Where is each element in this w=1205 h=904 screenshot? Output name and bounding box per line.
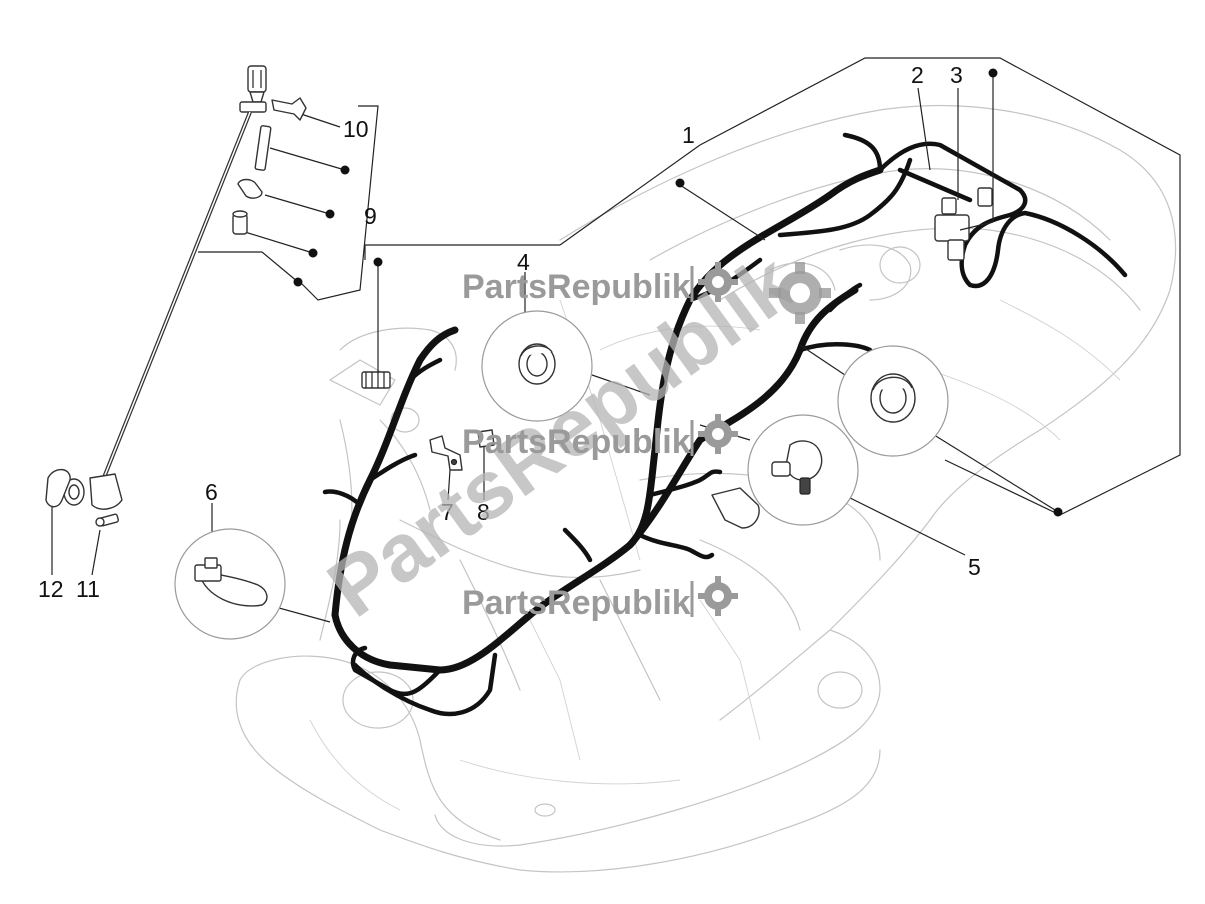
- gasket-12: [45, 468, 71, 508]
- bracket-7: [429, 435, 463, 471]
- callout-number-5: 5: [968, 554, 981, 580]
- callout-grommet-right: [837, 345, 949, 457]
- fuse-holder: [934, 214, 970, 242]
- gear-icon: [698, 262, 738, 302]
- callout-grommet-4: [481, 310, 593, 422]
- main-wiring-harness: [322, 132, 1128, 717]
- gear-icon: [698, 414, 738, 454]
- watermark-text-3: PartsRepublik: [462, 584, 691, 622]
- clip-8: [477, 429, 495, 448]
- reference-dots: [293, 68, 1063, 517]
- callout-number-10: 10: [343, 116, 369, 142]
- fuse-b: [977, 187, 993, 207]
- tie-clip-part: [237, 178, 263, 199]
- sensor-connector: [247, 65, 267, 93]
- callout-number-7: 7: [441, 499, 454, 525]
- callout-number-3: 3: [950, 62, 963, 88]
- parts-kit-9: [232, 125, 272, 235]
- clamp-part: [785, 440, 823, 481]
- sensor-body: [89, 473, 123, 510]
- callout-number-6: 6: [205, 479, 218, 505]
- scooter-body-outline: [235, 104, 1177, 873]
- harness-boot-connector: [711, 487, 760, 529]
- gear-icon: [698, 576, 738, 616]
- sleeve-part: [254, 125, 272, 171]
- watermark-text-1: PartsRepublik: [462, 268, 691, 306]
- fuse-a: [941, 197, 957, 215]
- callout-number-12: 12: [38, 576, 64, 602]
- connector-plug: [361, 371, 391, 389]
- callout-number-11: 11: [76, 576, 100, 602]
- callout-number-2: 2: [911, 62, 924, 88]
- clip-10: [271, 97, 307, 121]
- callout-number-1: 1: [682, 122, 695, 148]
- watermark-text-2: PartsRepublik: [462, 423, 691, 461]
- callout-number-9: 9: [364, 203, 377, 229]
- callout-numbers: 1 2 3 4 5 6 7 8 9 10 11 12: [38, 62, 981, 602]
- callout-number-8: 8: [477, 499, 490, 525]
- gear-icon: [769, 262, 831, 324]
- sensor-cable-assembly: [45, 65, 267, 527]
- harness-connectors: [361, 187, 993, 529]
- relay-block: [947, 239, 965, 261]
- callout-number-4: 4: [517, 249, 530, 275]
- callout-strap-6: [174, 528, 286, 640]
- callout-clamp-5: [747, 414, 859, 526]
